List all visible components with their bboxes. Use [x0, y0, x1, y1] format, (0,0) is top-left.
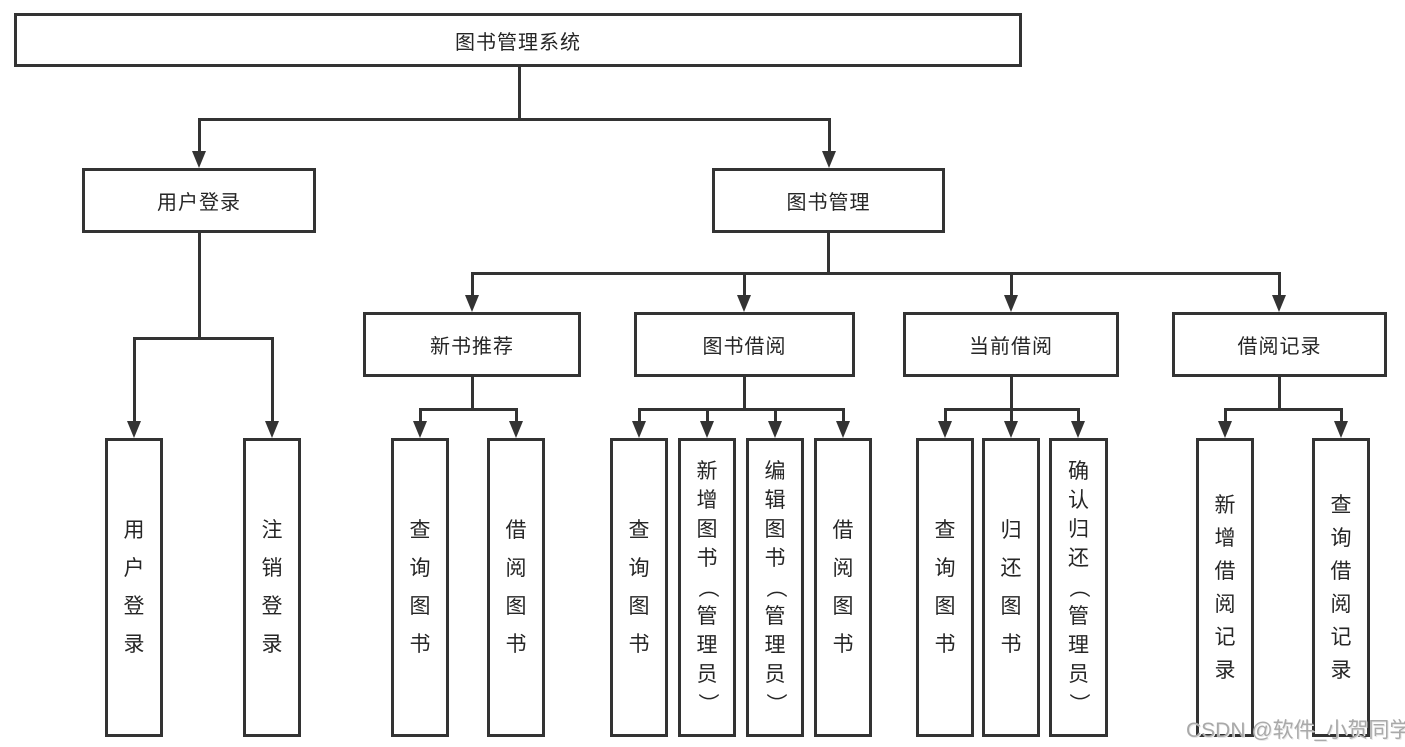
node-root: 图书管理系统 — [14, 13, 1022, 67]
arrowhead-icon — [1004, 295, 1018, 312]
connector-line — [198, 118, 201, 152]
leaf-recommend-borrow-books-label: 借阅图书 — [505, 519, 527, 656]
leaf-current-return-books-label: 归还图书 — [1000, 519, 1022, 656]
arrowhead-icon — [265, 421, 279, 438]
arrowhead-icon — [509, 421, 523, 438]
connector-line — [638, 408, 845, 411]
connector-line — [518, 67, 521, 120]
arrowhead-icon — [737, 295, 751, 312]
leaf-current-query-books: 查询图书 — [916, 438, 974, 737]
connector-line — [944, 408, 947, 422]
arrowhead-icon — [836, 421, 850, 438]
leaf-logout-label: 注销登录 — [261, 519, 283, 656]
arrowhead-icon — [768, 421, 782, 438]
connector-line — [743, 272, 746, 296]
connector-line — [842, 408, 845, 422]
connector-line — [471, 377, 474, 410]
node-book-borrow: 图书借阅 — [634, 312, 855, 377]
arrowhead-icon — [1218, 421, 1232, 438]
arrowhead-icon — [1071, 421, 1085, 438]
node-new-book-recommend-label: 新书推荐 — [430, 336, 514, 358]
connector-line — [419, 408, 518, 411]
connector-line — [827, 233, 830, 274]
leaf-records-query-record-label: 查询借阅记录 — [1330, 493, 1352, 682]
connector-line — [1224, 408, 1343, 411]
arrowhead-icon — [632, 421, 646, 438]
connector-line — [1278, 377, 1281, 410]
node-book-management-label: 图书管理 — [786, 192, 871, 214]
connector-line — [638, 408, 641, 422]
arrowhead-icon — [1272, 295, 1286, 312]
leaf-borrow-add-books-admin-label: 新增图书（管理员） — [695, 460, 719, 714]
connector-line — [1340, 408, 1343, 422]
connector-line — [271, 337, 274, 422]
leaf-borrow-edit-books-admin: 编辑图书（管理员） — [746, 438, 804, 737]
node-book-borrow-label: 图书借阅 — [702, 336, 787, 358]
leaf-logout: 注销登录 — [243, 438, 301, 737]
connector-line — [198, 118, 831, 121]
node-current-borrow: 当前借阅 — [903, 312, 1119, 377]
arrowhead-icon — [1334, 421, 1348, 438]
node-user-login-label: 用户登录 — [157, 192, 241, 214]
leaf-borrow-borrow-books: 借阅图书 — [814, 438, 872, 737]
leaf-records-add-record: 新增借阅记录 — [1196, 438, 1254, 737]
node-current-borrow-label: 当前借阅 — [969, 336, 1053, 358]
arrowhead-icon — [938, 421, 952, 438]
arrowhead-icon — [413, 421, 427, 438]
connector-line — [133, 337, 136, 422]
node-new-book-recommend: 新书推荐 — [363, 312, 581, 377]
node-borrow-records: 借阅记录 — [1172, 312, 1387, 377]
connector-line — [706, 408, 709, 422]
connector-line — [1010, 377, 1013, 410]
connector-line — [515, 408, 518, 422]
connector-line — [133, 337, 274, 340]
leaf-current-confirm-return-admin: 确认归还（管理员） — [1049, 438, 1108, 737]
leaf-recommend-query-books: 查询图书 — [391, 438, 449, 737]
leaf-current-query-books-label: 查询图书 — [934, 519, 956, 656]
node-root-label: 图书管理系统 — [455, 31, 581, 54]
connector-line — [471, 272, 474, 296]
leaf-recommend-query-books-label: 查询图书 — [409, 519, 431, 656]
arrowhead-icon — [822, 151, 836, 168]
leaf-borrow-add-books-admin: 新增图书（管理员） — [678, 438, 736, 737]
leaf-current-return-books: 归还图书 — [982, 438, 1040, 737]
connector-line — [1010, 272, 1013, 296]
connector-line — [774, 408, 777, 422]
leaf-records-add-record-label: 新增借阅记录 — [1214, 493, 1236, 682]
arrowhead-icon — [1004, 421, 1018, 438]
connector-line — [419, 408, 422, 422]
connector-line — [1278, 272, 1281, 296]
arrowhead-icon — [192, 151, 206, 168]
node-borrow-records-label: 借阅记录 — [1237, 336, 1322, 358]
connector-line — [198, 233, 201, 339]
connector-line — [471, 272, 1281, 275]
leaf-borrow-edit-books-admin-label: 编辑图书（管理员） — [763, 460, 787, 714]
connector-line — [1010, 408, 1013, 422]
connector-line — [1077, 408, 1080, 422]
arrowhead-icon — [465, 295, 479, 312]
connector-line — [1224, 408, 1227, 422]
arrowhead-icon — [127, 421, 141, 438]
leaf-borrow-query-books: 查询图书 — [610, 438, 668, 737]
leaf-borrow-borrow-books-label: 借阅图书 — [832, 519, 854, 656]
leaf-current-confirm-return-admin-label: 确认归还（管理员） — [1067, 460, 1090, 714]
leaf-borrow-query-books-label: 查询图书 — [628, 519, 650, 656]
leaf-records-query-record: 查询借阅记录 — [1312, 438, 1370, 737]
leaf-user-login-label: 用户登录 — [123, 519, 145, 656]
node-book-management: 图书管理 — [712, 168, 945, 233]
arrowhead-icon — [700, 421, 714, 438]
connector-line — [828, 118, 831, 152]
leaf-recommend-borrow-books: 借阅图书 — [487, 438, 545, 737]
leaf-user-login: 用户登录 — [105, 438, 163, 737]
connector-line — [743, 377, 746, 410]
node-user-login: 用户登录 — [82, 168, 316, 233]
csdn-watermark: CSDN @软件_小贺同学 — [1186, 719, 1405, 742]
